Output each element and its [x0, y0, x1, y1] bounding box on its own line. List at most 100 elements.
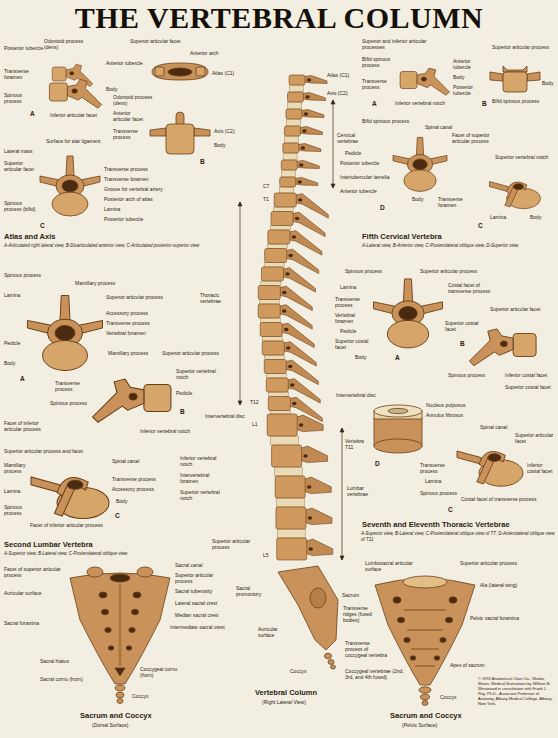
part-label: Inferior vertebral notch — [140, 428, 200, 434]
pelvic-foramen — [410, 656, 416, 660]
part-label: Body — [116, 498, 127, 504]
coccygeal-segment — [115, 685, 125, 691]
vertebral-body — [266, 378, 288, 392]
vertebral-body — [271, 212, 293, 226]
view-letter: A — [20, 375, 25, 382]
pelvic-foramen — [440, 638, 446, 643]
lateral-mass — [155, 67, 164, 76]
part-label: Sacral canal — [175, 562, 203, 568]
part-label: Cervical vertebrae — [337, 132, 365, 144]
part-label: Anterior tubercle — [106, 60, 146, 66]
transverse-process — [527, 72, 540, 81]
disc-and-vertebra — [374, 405, 422, 453]
atlas-ring — [152, 63, 208, 80]
part-label: Mamillary process — [4, 462, 31, 474]
sacral-foramen — [129, 628, 135, 633]
vertebral-body — [261, 267, 283, 281]
coccygeal-segment — [331, 665, 336, 669]
part-label: Intervertebral disc — [336, 392, 378, 398]
intervertebral-disc — [261, 281, 281, 286]
pelvic-foramen — [449, 597, 457, 603]
cervical-bracket — [333, 100, 334, 188]
part-label: Body — [214, 142, 225, 148]
median-sacral-crest — [119, 584, 122, 666]
part-label: Spinal canal — [425, 124, 452, 130]
part-label: Lateral mass — [4, 148, 33, 154]
vertebral-body — [275, 476, 305, 498]
intervertebral-disc — [274, 207, 294, 212]
vertebral-body — [503, 72, 527, 92]
view-caption: A-Superior view, B-Lateral view, C-Poste… — [4, 551, 204, 557]
part-label: Body — [355, 354, 366, 360]
part-label: Spinous process — [345, 268, 382, 274]
vertebral-arch — [303, 93, 326, 101]
articular-process — [292, 235, 296, 239]
part-label: Lamina — [490, 214, 506, 220]
vertebral-column — [258, 75, 333, 560]
intervertebral-disc — [286, 119, 300, 126]
part-label: Superior articular facet — [515, 432, 555, 444]
part-label: Pedicle — [176, 390, 192, 396]
articular-process — [288, 254, 292, 258]
intervertebral-disc — [280, 187, 294, 193]
vertebral-arch — [295, 178, 318, 186]
view-letter: D — [380, 204, 385, 211]
thoracic-oblique — [457, 451, 523, 486]
cervical-lateral — [400, 68, 449, 95]
vertebral-body — [283, 143, 299, 153]
part-label: Coccygeal cornu (horn) — [140, 666, 190, 678]
part-label: Sacral foramina — [4, 620, 44, 626]
view-letter: C — [448, 506, 453, 513]
vertebral-arch — [304, 477, 331, 494]
coccygeal-segment — [419, 687, 431, 693]
view-letter: C — [115, 512, 120, 519]
sacral-foramen — [133, 592, 141, 598]
part-label: Transverse process — [335, 296, 371, 308]
part-label: Superior and inferior articular processe… — [362, 38, 447, 50]
articular-process — [288, 365, 292, 369]
articular-process — [309, 547, 313, 551]
part-label: Spinous process — [420, 490, 460, 496]
articular-process — [301, 146, 305, 150]
part-label: Vertebra T11 — [345, 438, 371, 450]
part-label: Posterior tubercle — [340, 160, 390, 166]
part-label: Accessory process — [106, 310, 161, 316]
cervical-oblique — [490, 182, 541, 209]
view-caption: A-Articulated right lateral view, B-Disa… — [4, 243, 229, 249]
part-label: Superior articular process — [212, 538, 257, 550]
vertebral-body — [268, 230, 290, 244]
part-label: Lumbosacral articular surface — [365, 560, 425, 572]
part-label: Pedicle — [4, 340, 20, 346]
transverse-ridge — [407, 630, 443, 631]
intervertebral-disc — [267, 244, 287, 249]
vertebral-body — [281, 160, 297, 170]
part-label: Intertubercular lamella — [340, 174, 390, 180]
sacrum-pelvic — [375, 576, 475, 705]
sacral-foramen — [101, 609, 108, 615]
sacral-foramen — [99, 592, 107, 598]
part-label: Inferior costal facet — [527, 462, 555, 474]
part-label: Nucleus pulposus — [426, 402, 476, 408]
part-label: Lumbar vertebrae — [347, 485, 375, 497]
part-label: Body — [530, 214, 541, 220]
intervertebral-disc — [264, 263, 284, 268]
coccygeal-segment — [116, 692, 124, 698]
nucleus-pulposus — [388, 408, 408, 413]
part-label: Transverse foramen — [438, 196, 478, 208]
part-label: Lamina — [4, 292, 20, 298]
part-label: Intervertebral foramen — [180, 472, 225, 484]
part-label: Posterior arch of atlas — [104, 196, 184, 202]
part-label: Superior articular facet — [130, 38, 205, 44]
part-label: Spinous process — [4, 504, 34, 516]
transverse-ridge — [415, 666, 435, 667]
part-label: Posterior tubercle — [104, 216, 164, 222]
coccygeal-segment — [422, 701, 428, 706]
part-label: Transverse process — [104, 166, 164, 172]
atlas-axis-posterior — [40, 156, 100, 216]
part-label: Auricular surface — [258, 626, 290, 638]
part-label: Median sacral crest — [175, 612, 233, 618]
pelvic-foramen — [393, 597, 401, 603]
view-letter: D — [375, 460, 380, 467]
section-heading: Sacrum and Coccyx — [80, 711, 152, 720]
axis-anterior — [150, 112, 210, 154]
